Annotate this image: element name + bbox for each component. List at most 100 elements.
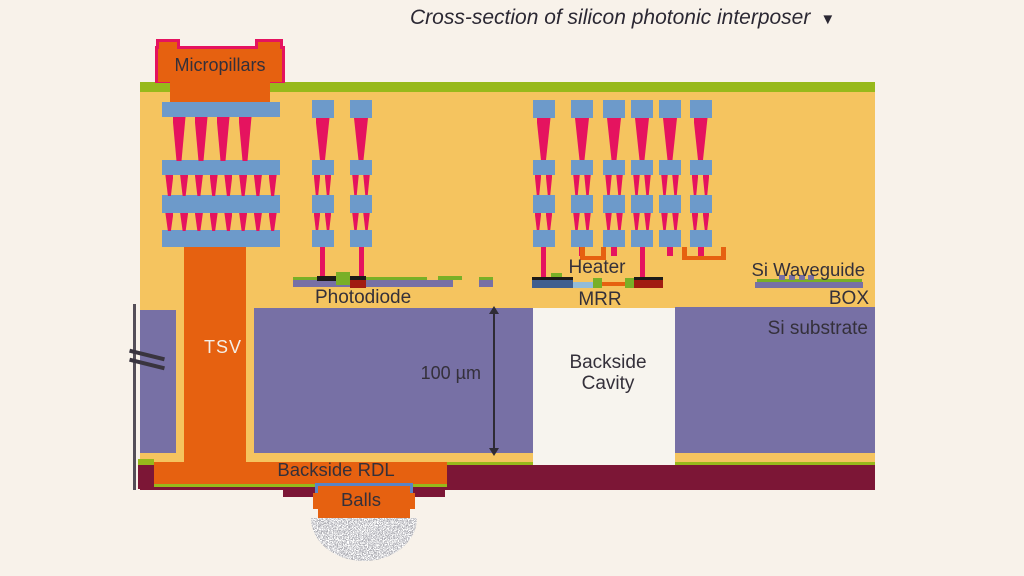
- rdl-metal-pad: [350, 160, 372, 175]
- oxide-cap: [438, 276, 462, 280]
- via-taper: [224, 175, 233, 196]
- via-taper: [253, 213, 262, 231]
- via-taper: [545, 175, 553, 195]
- via-taper: [644, 175, 651, 195]
- via-taper: [313, 175, 321, 195]
- via-taper: [253, 175, 262, 196]
- via-taper: [545, 213, 553, 230]
- rdl-metal-pad: [659, 230, 681, 247]
- rdl-metal-pad: [659, 160, 681, 175]
- via-taper: [661, 175, 668, 195]
- via-taper: [194, 213, 203, 231]
- via-taper: [633, 213, 640, 230]
- label-backside-rdl: Backside RDL: [277, 459, 395, 480]
- grating-tooth: [779, 275, 785, 280]
- mrr-slab: [573, 282, 600, 288]
- rdl-metal-pad: [532, 160, 555, 175]
- heater-contact: [682, 247, 687, 259]
- via-taper: [268, 213, 277, 231]
- label-box: BOX: [828, 288, 869, 309]
- contact-via: [639, 247, 645, 279]
- via-taper: [209, 175, 218, 196]
- soi-device-layer: [293, 280, 453, 287]
- rdl-metal-pad: [659, 195, 681, 213]
- rdl-metal-pad: [689, 195, 712, 213]
- waveguide-bar: [755, 282, 863, 288]
- via-taper: [324, 213, 332, 230]
- oxide-cap: [551, 273, 562, 277]
- via-taper: [165, 175, 174, 196]
- substrate-mid: [254, 308, 533, 453]
- via-taper: [239, 213, 248, 231]
- rdl-metal-pad: [631, 100, 653, 118]
- rdl-metal-pad: [311, 230, 334, 247]
- via-taper: [536, 118, 551, 160]
- label-si-substrate: Si substrate: [767, 318, 868, 339]
- rdl-metal-pad: [350, 100, 372, 118]
- rdl-metal-pad: [689, 100, 712, 118]
- via-taper: [268, 175, 277, 196]
- rdl-metal-pad: [631, 230, 653, 247]
- rdl-metal-pad: [350, 195, 372, 213]
- mrr-doped-p: [634, 280, 663, 288]
- rdl-metal-pad: [631, 160, 653, 175]
- rdl-green-liner: [153, 484, 447, 487]
- dim-arrow-line: [493, 312, 495, 450]
- tsv-column: [184, 244, 246, 466]
- substrate-right: [675, 307, 875, 453]
- via-taper: [575, 118, 589, 160]
- grating-tooth: [808, 275, 814, 280]
- mrr-ridge: [593, 278, 602, 288]
- rdl-metal-pad: [350, 230, 372, 247]
- via-taper: [313, 213, 321, 230]
- diagram-title-row: Cross-section of silicon photonic interp…: [410, 6, 950, 30]
- mrr-contact: [634, 277, 663, 280]
- rdl-metal-pad: [689, 160, 712, 175]
- via-taper: [363, 175, 370, 195]
- via-taper: [165, 213, 174, 231]
- via-taper: [661, 213, 668, 230]
- rdl-metal-pad: [311, 100, 334, 118]
- rdl-metal-pad: [571, 230, 593, 247]
- via-taper: [194, 175, 203, 196]
- rdl-metal-pad: [603, 195, 625, 213]
- via-taper: [672, 213, 679, 230]
- via-taper: [691, 175, 699, 195]
- rdl-metal-pad: [532, 195, 555, 213]
- bottom-oxide-line: [140, 462, 875, 465]
- rdl-metal-pad: [689, 230, 712, 247]
- rdl-metal-pad: [532, 230, 555, 247]
- via-taper: [573, 213, 580, 230]
- caret-down-icon[interactable]: ▼: [820, 10, 836, 28]
- via-taper: [324, 175, 332, 195]
- via-taper: [194, 117, 208, 161]
- via-taper: [172, 117, 186, 161]
- maroon-step-right: [411, 487, 445, 497]
- via-taper: [605, 175, 612, 195]
- via-taper: [584, 213, 591, 230]
- rdl-metal-pad: [631, 195, 653, 213]
- heater-contact: [580, 247, 585, 259]
- micropillar-bump: [170, 82, 270, 104]
- waveguide-oxide: [757, 279, 862, 282]
- rdl-metal-pad: [571, 100, 593, 118]
- rdl-metal-pad: [311, 195, 334, 213]
- via-taper: [635, 118, 649, 160]
- via-taper: [702, 175, 710, 195]
- via-taper: [352, 175, 359, 195]
- maroon-step-left: [283, 487, 315, 497]
- grating-tooth: [789, 275, 795, 280]
- substrate-left: [140, 310, 176, 453]
- via-taper: [607, 118, 621, 160]
- label-si-waveguide: Si Waveguide: [751, 259, 865, 280]
- ball-bump: [313, 493, 415, 509]
- backside-cavity-area: [533, 308, 675, 465]
- label-tsv: TSV: [204, 337, 243, 357]
- rdl-metal-pad: [603, 160, 625, 175]
- pd-doped-region: [350, 280, 366, 288]
- page-title: Cross-section of silicon photonic interp…: [410, 6, 811, 29]
- rdl-metal-bar: [162, 230, 280, 247]
- via-taper: [238, 117, 252, 161]
- via-taper: [573, 175, 580, 195]
- via-taper: [663, 118, 677, 160]
